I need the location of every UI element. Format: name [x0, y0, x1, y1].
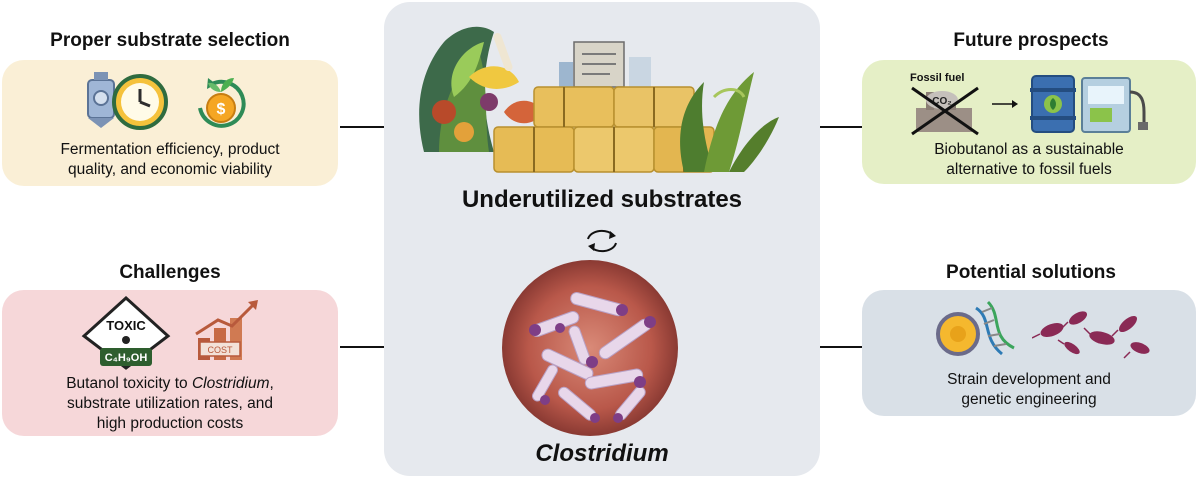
biofuel-barrel-pump-icon [1030, 75, 1148, 133]
arrow-right-icon [992, 100, 1018, 108]
connector-top-right [820, 126, 862, 128]
co2-label: CO₂ [932, 96, 951, 107]
connector-bottom-right [820, 346, 862, 348]
seaweed-icon [680, 72, 779, 172]
challenges-text-suffix: , [269, 375, 274, 392]
challenges-panel: TOXIC C₄H₉OH COST Butanol toxicity to Cl… [2, 290, 338, 436]
svg-text:$: $ [217, 101, 226, 118]
challenges-text-prefix: Butanol toxicity to [66, 375, 192, 392]
challenges-text-line1: Butanol toxicity to Clostridium, [2, 374, 338, 394]
fossil-fuel-label: Fossil fuel [910, 72, 965, 84]
crossed-factory-co2-icon: CO₂ [911, 86, 979, 136]
organism-label: Clostridium [535, 440, 669, 467]
substrate-selection-text-line1: Fermentation efficiency, product [60, 141, 280, 158]
cell-dna-icon [936, 300, 1015, 356]
toxic-label: TOXIC [106, 318, 146, 333]
formula-label: C₄H₉OH [105, 352, 148, 364]
substrate-selection-heading: Proper substrate selection [50, 30, 290, 51]
cost-label: COST [207, 345, 233, 355]
substrates-label: Underutilized substrates [461, 186, 743, 213]
connector-top-left [340, 126, 384, 128]
future-prospects-heading: Future prospects [953, 30, 1109, 51]
fermenter-tank-icon [87, 72, 130, 128]
cost-chart-icon: COST [195, 300, 258, 360]
potential-solutions-panel: Strain development and genetic engineeri… [862, 290, 1196, 416]
challenges-heading: Challenges [119, 262, 221, 283]
challenges-text-line3: high production costs [96, 415, 244, 432]
challenges-text-italic: Clostridium [191, 375, 270, 392]
future-prospects-panel: Fossil fuel CO₂ Biobutanol as a sustaina… [862, 60, 1196, 184]
clostridium-micrograph [502, 260, 678, 436]
challenges-text-line2: substrate utilization rates, and [67, 395, 273, 412]
bacteria-cells-icon [1032, 311, 1150, 359]
potential-solutions-text-line1: Strain development and [947, 371, 1111, 388]
substrates-illustration [419, 26, 779, 173]
potential-solutions-heading: Potential solutions [946, 262, 1116, 283]
refresh-cycle-icon [587, 229, 617, 253]
center-substrates-box: Underutilized substrates [384, 2, 820, 476]
connector-bottom-left [340, 346, 384, 348]
potential-solutions-text-line2: genetic engineering [961, 391, 1097, 408]
clock-icon [112, 74, 168, 130]
money-growth-icon: $ [198, 78, 246, 128]
toxic-sign-icon: TOXIC C₄H₉OH [81, 296, 171, 370]
future-prospects-text-line2: alternative to fossil fuels [946, 161, 1112, 178]
substrate-selection-text-line2: quality, and economic viability [68, 161, 272, 178]
future-prospects-text-line1: Biobutanol as a sustainable [934, 141, 1124, 158]
substrate-selection-panel: $ Fermentation efficiency, product quali… [2, 60, 338, 186]
